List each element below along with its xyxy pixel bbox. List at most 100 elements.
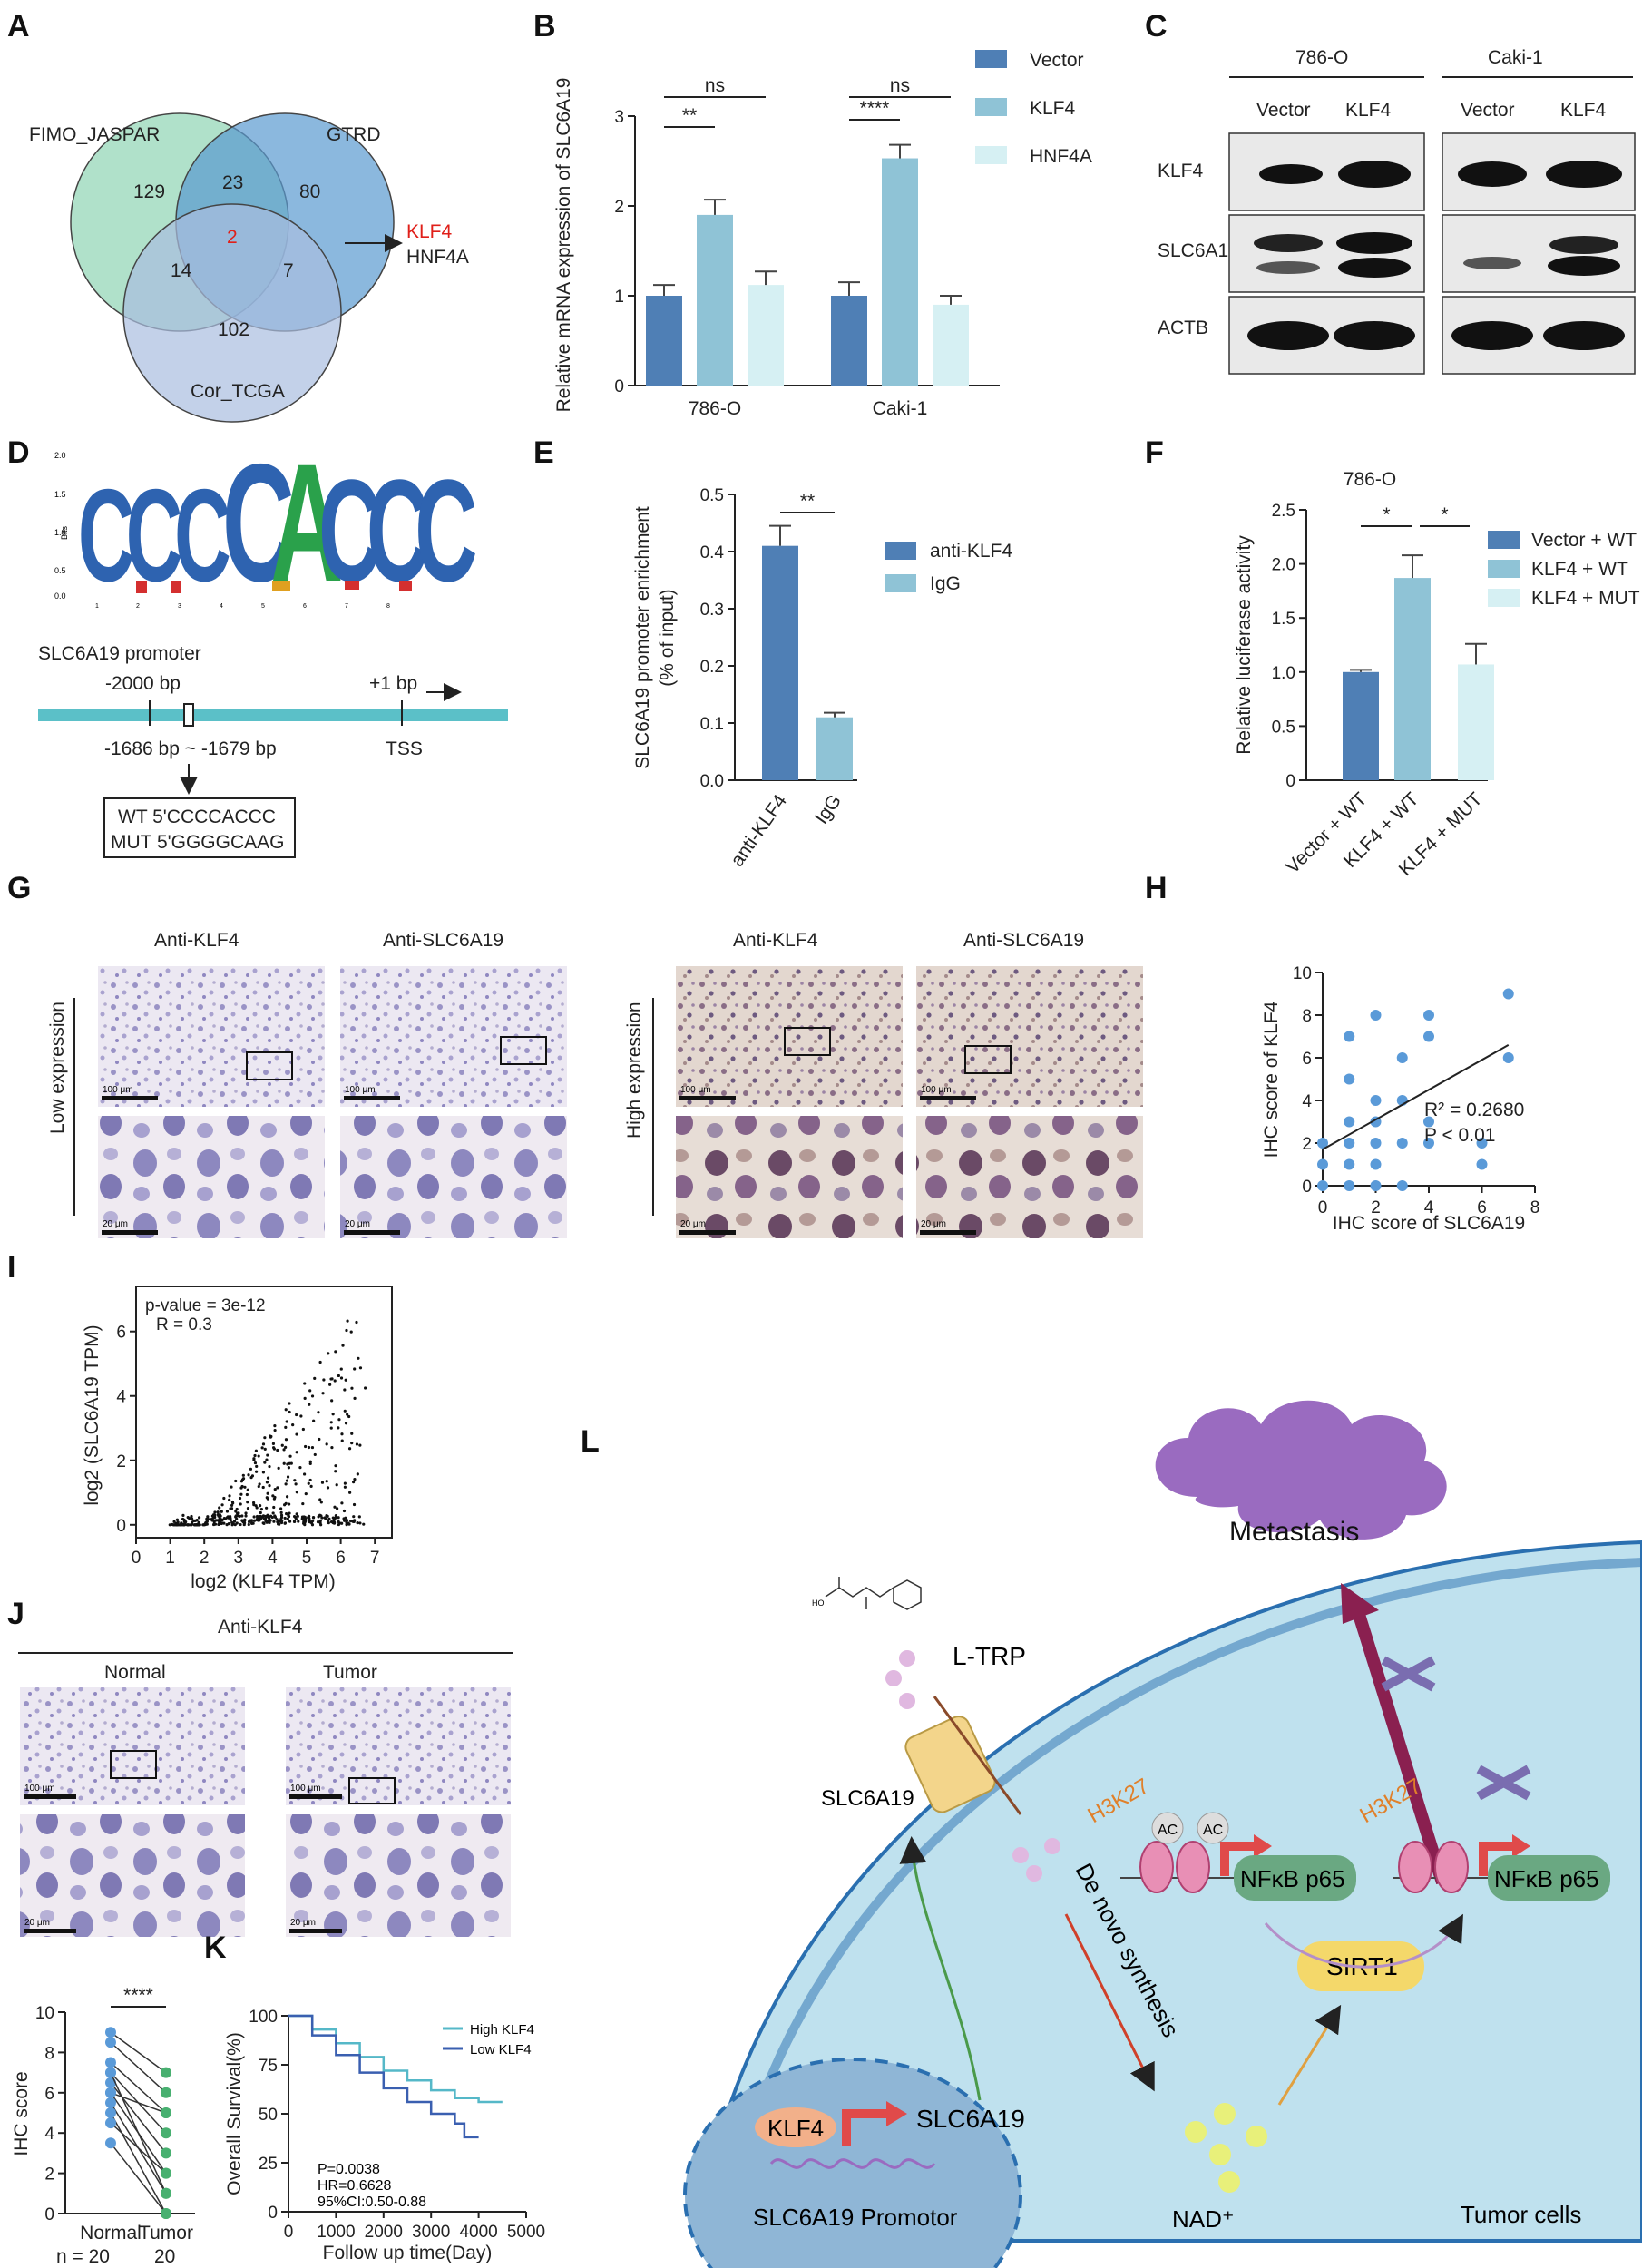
b-y-tick-label: 2 [614,198,624,217]
i-point [347,1447,352,1451]
i-point [175,1518,180,1521]
scale-bar [102,1096,158,1100]
i-point [272,1520,276,1523]
i-point [244,1514,248,1518]
mechanism-schematic: Metastasis HO L-TRP SLC6A19 De novo synt… [683,1400,1642,2268]
i-point [346,1413,349,1416]
h-point [1476,1158,1488,1170]
i-point [292,1514,297,1519]
b-y-tick-label: 0 [614,377,624,396]
venn-count-abc: 2 [227,227,238,248]
scale-bar [920,1230,976,1235]
f-y-tick-label: 0.5 [1272,718,1295,737]
i-point [265,1481,269,1484]
blot-row-slc6a19: SLC6A19 [1158,240,1239,261]
i-point [197,1516,201,1520]
h-y-tick-label: 0 [1302,1178,1312,1197]
h-point [1317,1180,1328,1191]
b-sig: **** [860,98,890,119]
motif-pos: 7 [345,603,348,610]
venn-count-ab: 23 [222,172,243,193]
i-point [357,1515,361,1519]
i-point [213,1510,217,1514]
klf4-blob [755,2107,836,2147]
i-point [273,1515,278,1519]
i-point [325,1480,328,1483]
scale-label: 100 μm [680,1085,711,1095]
f-y-tick-label: 1.5 [1272,610,1295,629]
i-point [268,1484,271,1488]
i-point [229,1514,232,1519]
h-point [1344,1031,1355,1042]
i-y-tick-label: 0 [116,1517,126,1536]
motif-pos: 2 [136,603,140,610]
i-point [303,1382,307,1385]
h-point [1370,1010,1382,1021]
h-x-tick-label: 4 [1424,1198,1434,1217]
j-normal-point [105,2057,116,2068]
i-point [337,1426,340,1430]
b-sig: ns [705,75,725,96]
sirt1-deacetylation-arrow [1264,1913,1463,1969]
k-x-tick-label: 2000 [365,2223,403,2242]
i-point [362,1522,366,1526]
f-legend-label: KLF4 + WT [1531,559,1628,580]
i-point [343,1388,347,1392]
band [1336,232,1412,254]
scale-bar [24,1929,76,1933]
i-point [276,1520,279,1524]
j-pair-line [110,2031,167,2074]
i-point [239,1522,242,1527]
i-point [335,1483,338,1487]
h-x-label: IHC score of SLC6A19 [1333,1213,1525,1234]
i-point [334,1470,337,1473]
j-normal-point [105,2097,116,2108]
scale-bar [679,1230,736,1235]
h-y-tick-label: 10 [1293,964,1312,983]
scale-label: 20 μm [921,1219,946,1229]
i-point [279,1513,284,1517]
scale-label: 20 μm [345,1219,370,1229]
i-point [356,1472,359,1476]
g-header-3: Anti-KLF4 [733,930,818,951]
scale-bar [679,1096,736,1100]
scale-label: 100 μm [24,1784,55,1794]
i-point [326,1486,330,1490]
motif-pos: 1 [95,603,99,610]
blot-cellline-caki1: Caki-1 [1488,47,1543,68]
nad-to-sirt1-arrow [1277,2004,1342,2106]
j-pair-line [110,2082,167,2154]
e-x-label: anti-KLF4 [727,790,791,870]
i-point [327,1519,330,1522]
i-point [231,1501,235,1505]
i-x-tick-label: 2 [200,1549,210,1568]
scale-label: 100 μm [345,1085,376,1095]
metastasis-cloud [1155,1400,1447,1540]
i-point [267,1520,270,1524]
scale-label: 20 μm [680,1219,706,1229]
promoter-bar [38,709,508,721]
block-x-1 [1381,1656,1436,1692]
j-tumor-point [161,2187,171,2199]
i-point [304,1520,308,1523]
i-point [232,1520,237,1523]
panel-label-f: F [1145,435,1164,470]
e-legend-swatch [885,542,916,560]
nad-label: NAD⁺ [1172,2205,1235,2233]
i-point [342,1509,347,1513]
i-point [303,1472,307,1476]
venn-set-c [122,203,342,423]
band [1543,321,1625,350]
i-point [238,1514,241,1518]
j-pair-line [110,2142,167,2214]
motif-minor [345,581,359,590]
b-y-tick-label: 1 [614,288,624,307]
i-point [173,1523,177,1527]
e-y-label: (% of input) [657,589,678,686]
b-y-tick-label: 3 [614,108,624,127]
k-y-tick-label: 0 [268,2204,278,2223]
k-x-tick-label: 1000 [317,2223,355,2242]
i-point [286,1475,290,1479]
